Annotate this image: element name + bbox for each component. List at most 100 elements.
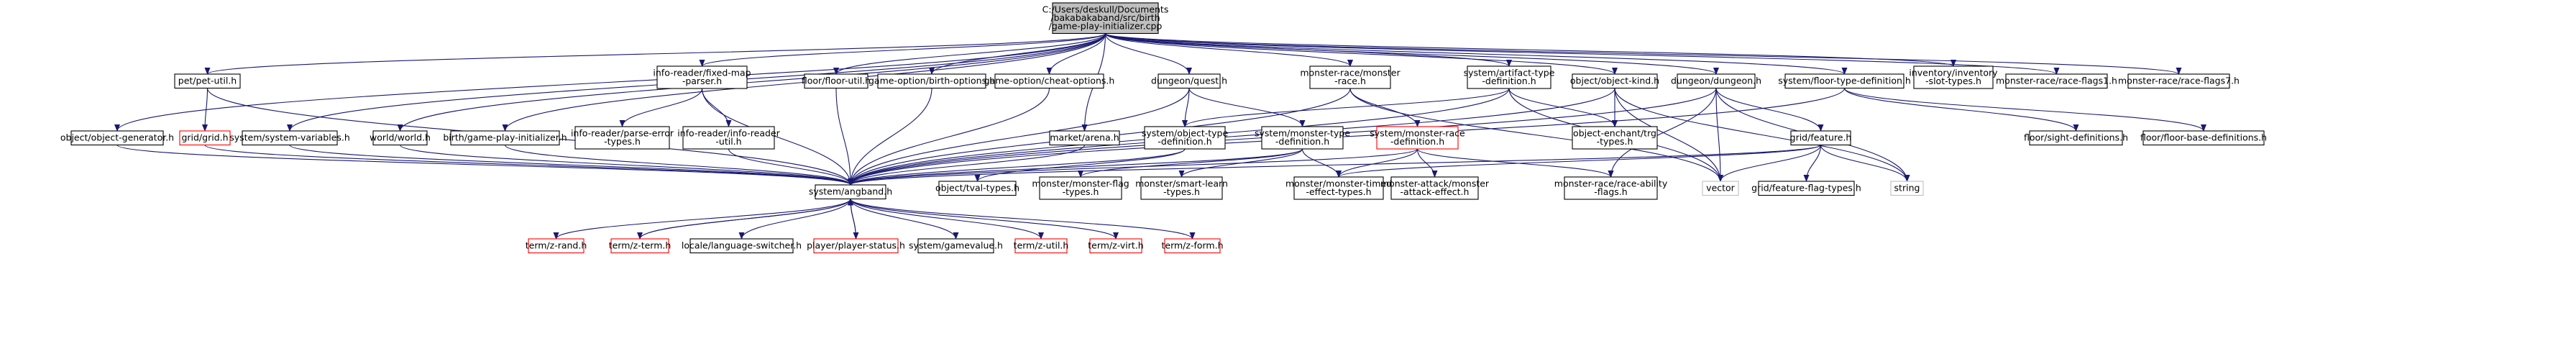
edge-angband-to-gamevalue bbox=[850, 199, 959, 240]
edge-root-to-dungeon-quest bbox=[1104, 33, 1192, 75]
node-box bbox=[2029, 130, 2123, 146]
node-label: -types.h bbox=[1163, 186, 1200, 197]
node-label: system/angband.h bbox=[809, 186, 892, 197]
node-label: /game-play-initializer.cpp bbox=[1049, 21, 1163, 32]
node-artifact-type-def[interactable]: system/artifact-type-definition.h bbox=[1464, 65, 1555, 89]
node-language-switcher[interactable]: locale/language-switcher.h bbox=[682, 238, 802, 254]
node-floor-type-def[interactable]: system/floor-type-definition.h bbox=[1778, 73, 1911, 89]
node-object-enchant-trg[interactable]: object-enchant/trg-types.h bbox=[1572, 126, 1658, 150]
node-parse-error[interactable]: info-reader/parse-error-types.h bbox=[571, 126, 674, 150]
node-monster-flag-types[interactable]: monster/monster-flag-types.h bbox=[1032, 176, 1129, 200]
edge-market-arena-to-angband bbox=[848, 145, 1086, 186]
node-race-ability[interactable]: monster-race/race-ability-flags.h bbox=[1554, 176, 1668, 200]
node-label: -parser.h bbox=[682, 76, 722, 86]
edge-angband-to-z-virt bbox=[850, 199, 1119, 240]
node-object-generator[interactable]: object/object-generator.h bbox=[60, 130, 174, 146]
edge-root-to-fixed-map-parser bbox=[699, 33, 1106, 67]
node-monster-type-def[interactable]: system/monster-type-definition.h bbox=[1255, 126, 1350, 150]
node-box bbox=[938, 181, 1017, 196]
node-feature-flag-types[interactable]: grid/feature-flag-types.h bbox=[1751, 181, 1861, 196]
edge-object-type-def-to-trval-types bbox=[974, 148, 1186, 182]
node-info-reader-util[interactable]: info-reader/info-reader-util.h bbox=[677, 126, 781, 150]
node-label: inventory/inventory bbox=[1909, 68, 1998, 78]
node-sight-defs[interactable]: floor/sight-definitions.h bbox=[2024, 130, 2128, 146]
node-dungeon-dungeon[interactable]: dungeon/dungeon.h bbox=[1671, 73, 1761, 89]
node-attack-effect[interactable]: monster-attack/monster-attack-effect.h bbox=[1380, 176, 1490, 200]
node-dungeon-quest[interactable]: dungeon/quest.h bbox=[1151, 73, 1227, 89]
node-box bbox=[1564, 176, 1658, 200]
node-box bbox=[70, 130, 164, 146]
node-label: market/arena.h bbox=[1050, 132, 1119, 143]
node-box bbox=[1039, 176, 1122, 200]
node-trval-types[interactable]: object/tval-types.h bbox=[935, 181, 1019, 196]
node-object-type-def[interactable]: system/object-type-definition.h bbox=[1142, 126, 1229, 150]
node-player-status[interactable]: player/player-status.h bbox=[807, 238, 905, 254]
node-fixed-map-parser[interactable]: info-reader/fixed-map-parser.h bbox=[653, 65, 751, 89]
edge-root-to-inventory-slot bbox=[1104, 33, 1956, 67]
edge-dungeon-quest-to-monster-type-def bbox=[1188, 88, 1306, 127]
node-timed-effect[interactable]: monster/monster-timed-effect-types.h bbox=[1285, 176, 1392, 200]
node-label: monster/monster-timed bbox=[1285, 178, 1392, 189]
node-inventory-slot[interactable]: inventory/inventory-slot-types.h bbox=[1909, 65, 1998, 89]
node-angband[interactable]: system/angband.h bbox=[809, 184, 892, 200]
node-cheat-options[interactable]: game-option/cheat-options.h bbox=[984, 73, 1115, 89]
node-smart-learn[interactable]: monster/smart-learn-types.h bbox=[1135, 176, 1228, 200]
node-world[interactable]: world/world.h bbox=[370, 130, 431, 146]
node-monster-race-def[interactable]: system/monster-race-definition.h bbox=[1370, 126, 1465, 150]
node-box bbox=[372, 130, 428, 146]
node-label: game-option/cheat-options.h bbox=[984, 76, 1115, 86]
node-gamevalue[interactable]: system/gamevalue.h bbox=[909, 238, 1003, 254]
edge-grid-feature-to-string bbox=[1820, 145, 1910, 182]
node-box bbox=[2127, 73, 2230, 89]
node-monster-race[interactable]: monster-race/monster-race.h bbox=[1300, 65, 1401, 89]
node-market-arena[interactable]: market/arena.h bbox=[1049, 130, 1120, 146]
edge-z-term-to-angband bbox=[639, 198, 853, 240]
node-z-term[interactable]: term/z-term.h bbox=[609, 238, 671, 254]
node-label: pet/pet-util.h bbox=[178, 76, 237, 86]
node-object-kind[interactable]: object/object-kind.h bbox=[1570, 73, 1659, 89]
node-box bbox=[917, 238, 994, 254]
edge-system-variables-to-angband bbox=[289, 145, 853, 186]
edge-root-to-race-flags7 bbox=[1104, 33, 2181, 75]
edge-pet-util-to-grid bbox=[202, 88, 208, 132]
node-label: world/world.h bbox=[370, 132, 431, 143]
node-race-flags7[interactable]: monster-race/race-flags7.h bbox=[2118, 73, 2240, 89]
node-label: info-reader/fixed-map bbox=[653, 68, 751, 78]
node-pet-util[interactable]: pet/pet-util.h bbox=[174, 73, 241, 89]
node-system-variables[interactable]: system/system-variables.h bbox=[229, 130, 350, 146]
node-label: -types.h bbox=[1063, 186, 1099, 197]
edge-angband-to-z-form bbox=[850, 199, 1196, 240]
edge-floor-type-def-to-angband bbox=[848, 88, 1846, 186]
node-box bbox=[2005, 73, 2108, 89]
node-birth-gpi[interactable]: birth/game-play-initializer.h bbox=[443, 130, 567, 146]
node-label: dungeon/dungeon.h bbox=[1671, 76, 1761, 86]
edge-grid-feature-to-timed-effect bbox=[1336, 145, 1822, 178]
edge-monster-race-def-to-timed-effect bbox=[1336, 148, 1418, 178]
node-box bbox=[689, 238, 794, 254]
node-box bbox=[804, 73, 868, 89]
node-z-form[interactable]: term/z-form.h bbox=[1161, 238, 1224, 254]
node-root[interactable]: C:/Users/deskull/Documents/bakabakaband/… bbox=[1042, 2, 1169, 35]
edge-fixed-map-parser-to-info-reader-util bbox=[701, 88, 732, 127]
edge-layer bbox=[114, 33, 2206, 240]
node-label: -definition.h bbox=[1482, 76, 1536, 86]
node-z-rand[interactable]: term/z-rand.h bbox=[526, 238, 587, 254]
node-box bbox=[815, 184, 886, 200]
node-label: -definition.h bbox=[1275, 136, 1329, 147]
node-floor-util[interactable]: floor/floor-util.h bbox=[802, 73, 871, 89]
edge-player-status-to-angband bbox=[848, 198, 857, 240]
node-label: vector bbox=[1706, 183, 1736, 194]
edge-root-to-pet-util bbox=[204, 33, 1106, 75]
node-box bbox=[1164, 238, 1221, 254]
node-box bbox=[813, 238, 899, 254]
node-grid-feature[interactable]: grid/feature.h bbox=[1790, 130, 1852, 146]
node-box bbox=[1089, 238, 1142, 254]
edge-dungeon-dungeon-to-grid-feature bbox=[1715, 88, 1824, 132]
node-z-util[interactable]: term/z-util.h bbox=[1014, 238, 1069, 254]
node-race-flags1[interactable]: monster-race/race-flags1.h bbox=[1996, 73, 2117, 89]
node-grid[interactable]: grid/grid.h bbox=[179, 130, 231, 146]
node-z-virt[interactable]: term/z-virt.h bbox=[1088, 238, 1144, 254]
node-floor-base-defs[interactable]: floor/floor-base-definitions.h bbox=[2140, 130, 2267, 146]
node-birth-options[interactable]: game-option/birth-options.h bbox=[868, 73, 995, 89]
